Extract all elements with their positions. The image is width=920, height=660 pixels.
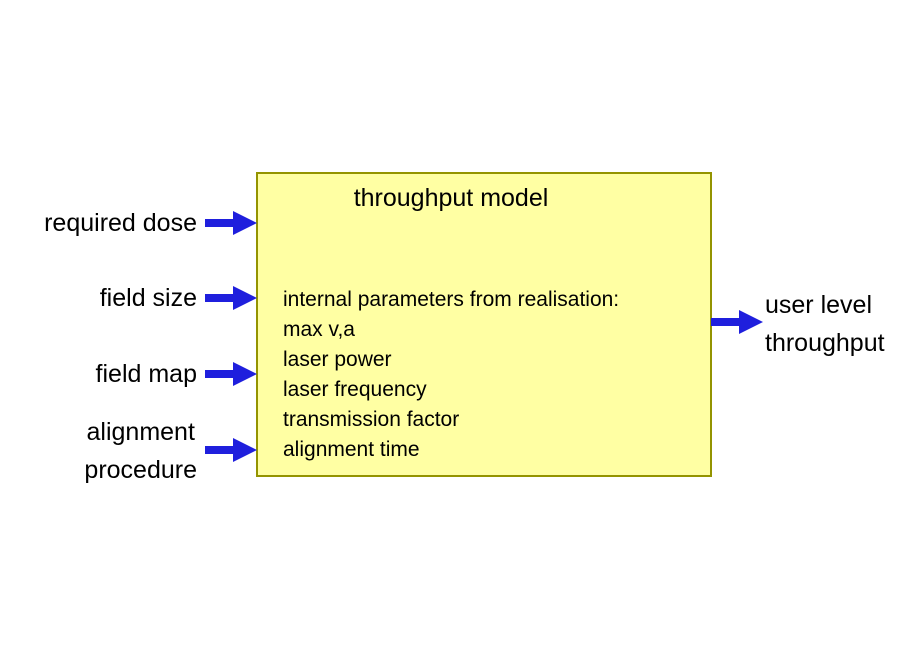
box-content-line: max v,a [283, 318, 355, 341]
input-label-field-size: field size [99, 284, 197, 312]
output-label-user-level-throughput: user level throughput [765, 291, 885, 357]
box-content-line: transmission factor [283, 408, 460, 431]
box-title: throughput model [353, 184, 549, 212]
arrow-right-icon [205, 211, 257, 235]
box-content-line: laser frequency [283, 378, 427, 401]
throughput-model-box [256, 172, 712, 477]
output-arrow-right-icon [711, 310, 763, 334]
box-content-line: alignment time [283, 438, 420, 461]
input-label-alignment-procedure: alignment procedure [84, 418, 197, 484]
input-label-required-dose: required dose [44, 209, 197, 237]
box-content: internal parameters from realisation: ma… [283, 285, 619, 465]
arrow-right-icon [205, 286, 257, 310]
input-label-field-map: field map [95, 360, 197, 388]
box-content-line: internal parameters from realisation: [283, 288, 620, 311]
arrow-right-icon [205, 438, 257, 462]
box-content-line: laser power [283, 348, 392, 371]
arrow-right-icon [205, 362, 257, 386]
